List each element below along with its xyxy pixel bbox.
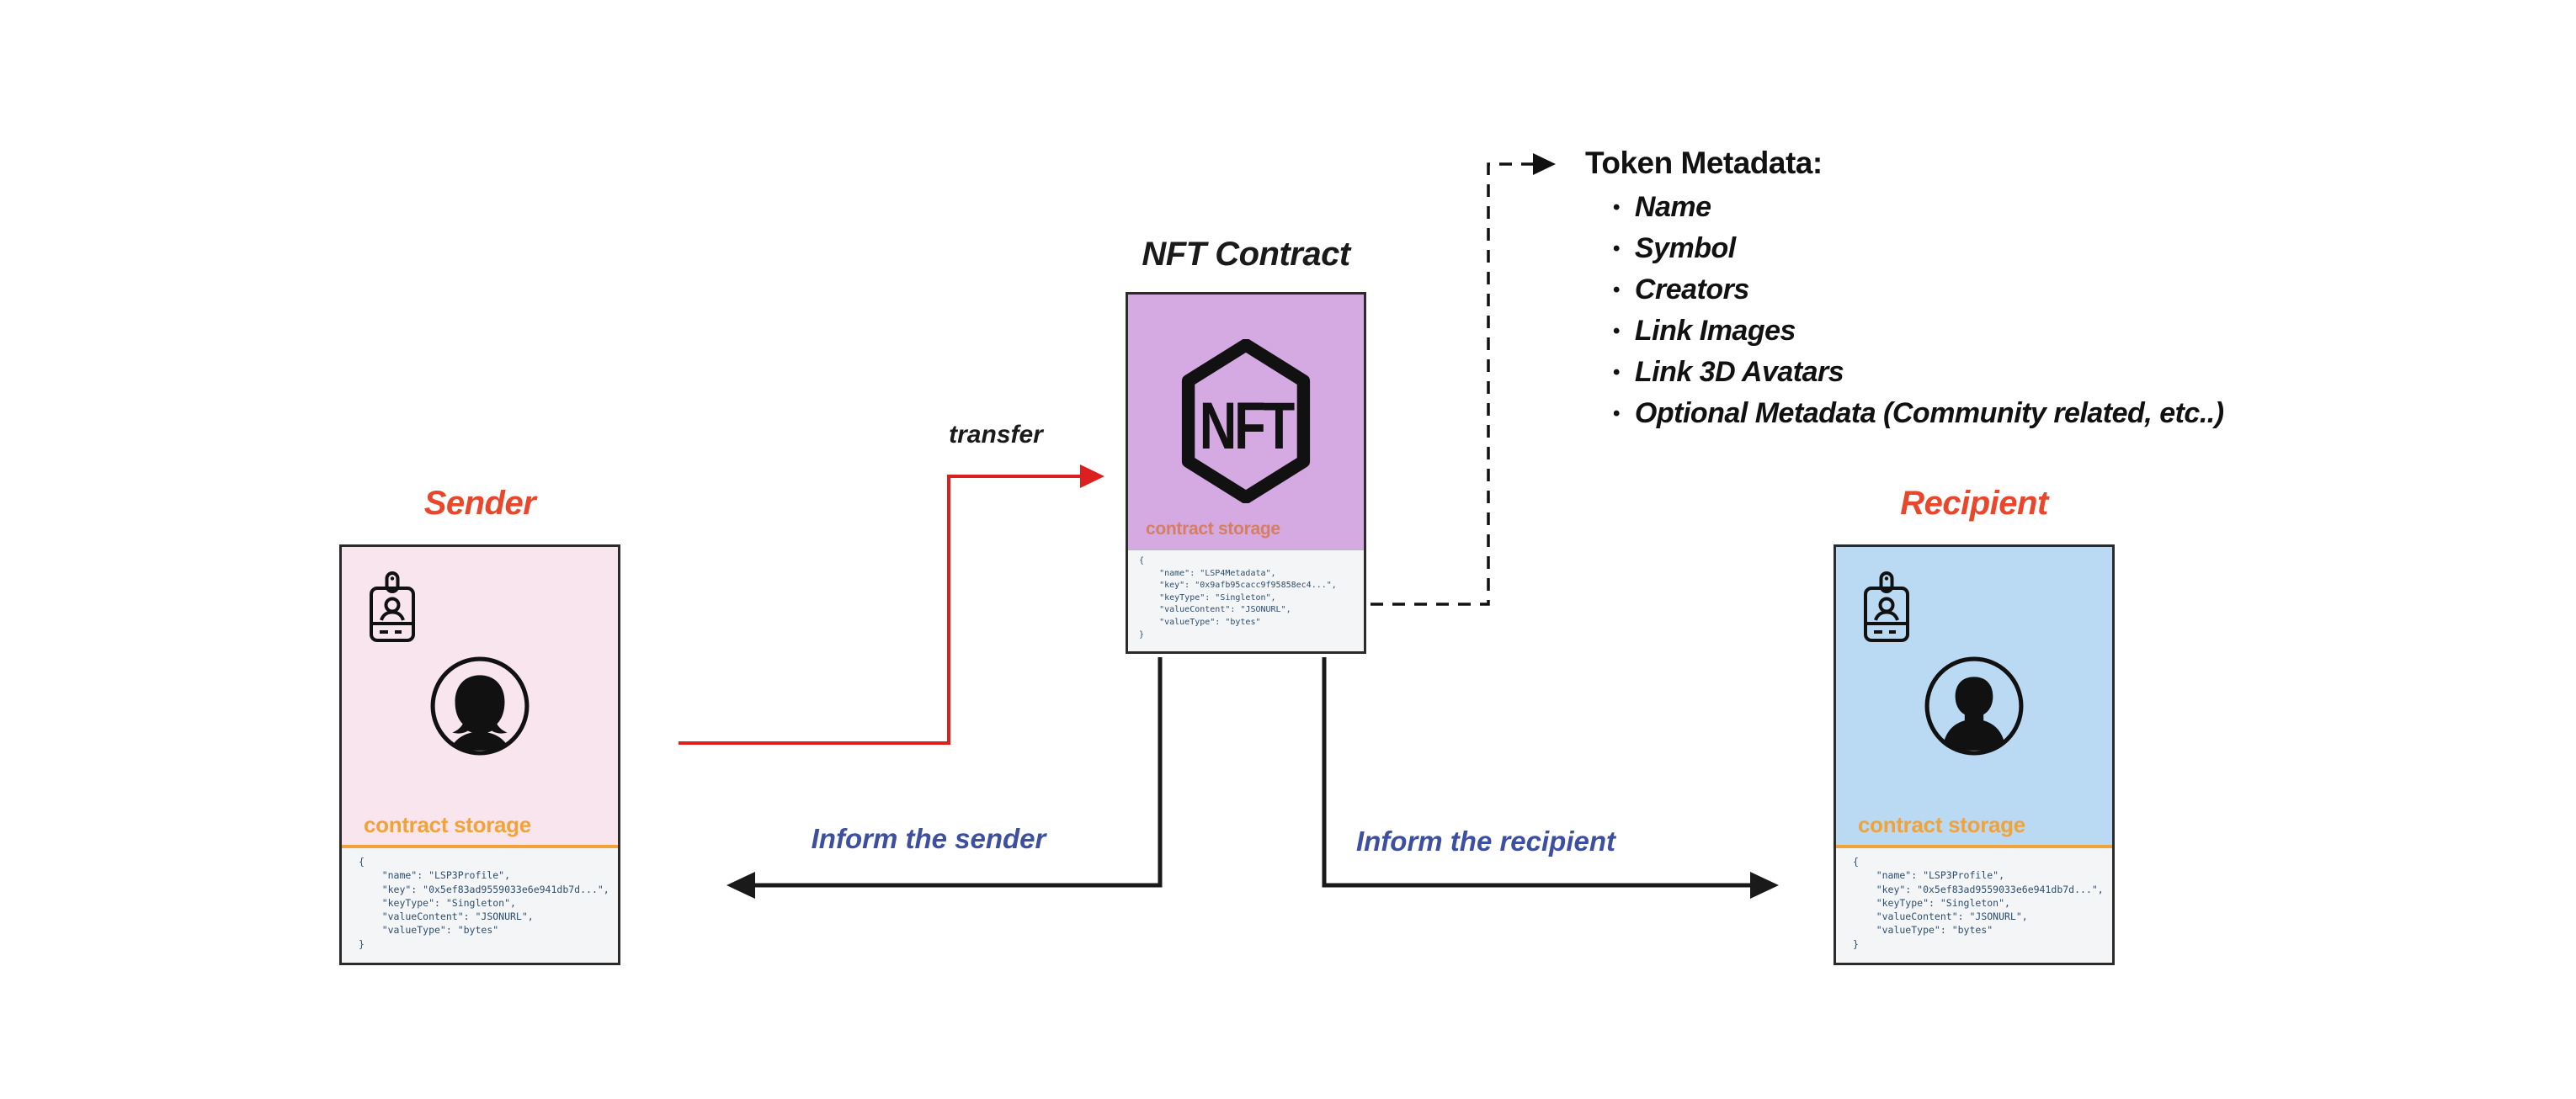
token-metadata-dashed-arrow — [1370, 153, 1556, 606]
token-metadata-item-label: Symbol — [1634, 232, 1736, 264]
inform-recipient-arrow — [1322, 657, 1779, 899]
bullet-icon: • — [1613, 236, 1620, 260]
recipient-storage-label: contract storage — [1858, 812, 2025, 837]
sender-storage-json: { "name": "LSP3Profile", "key": "0x5ef83… — [342, 848, 618, 963]
recipient-title: Recipient — [1900, 485, 2048, 522]
bullet-icon: • — [1613, 319, 1620, 342]
token-metadata-item: • Optional Metadata (Community related, … — [1613, 393, 2224, 434]
id-badge-icon — [370, 571, 415, 642]
token-metadata-item-label: Link Images — [1634, 315, 1796, 347]
sender-storage-divider — [342, 845, 618, 848]
sender-storage-label: contract storage — [364, 812, 531, 837]
nft-hexagon-logo-icon: NFT — [1181, 339, 1311, 503]
bullet-icon: • — [1613, 401, 1620, 425]
sender-card-top: contract storage — [342, 547, 618, 845]
nft-logo-text: NFT — [1200, 389, 1295, 463]
token-metadata-item-label: Creators — [1634, 273, 1749, 305]
nft-card-top: NFT contract storage — [1128, 295, 1364, 549]
bullet-icon: • — [1613, 360, 1620, 384]
recipient-card: contract storage { "name": "LSP3Profile"… — [1834, 544, 2115, 965]
recipient-card-top: contract storage — [1836, 547, 2112, 845]
male-avatar-icon — [1924, 656, 2024, 756]
token-metadata-item: • Symbol — [1613, 228, 2224, 269]
inform-recipient-label: Inform the recipient — [1355, 826, 1616, 857]
id-badge-icon — [1864, 571, 1909, 642]
inform-sender-label: Inform the sender — [811, 823, 1046, 854]
bullet-icon: • — [1613, 195, 1620, 219]
inform-sender-arrow — [726, 657, 1163, 899]
token-metadata-item-label: Name — [1634, 191, 1711, 223]
bullet-icon: • — [1613, 278, 1620, 301]
token-metadata-list: • Name • Symbol • Creators • Link Images… — [1613, 187, 2224, 434]
transfer-arrow — [679, 465, 1104, 745]
recipient-storage-json: { "name": "LSP3Profile", "key": "0x5ef83… — [1836, 848, 2112, 963]
female-avatar-icon — [430, 656, 530, 756]
token-metadata-item: • Link 3D Avatars — [1613, 352, 2224, 393]
recipient-storage-divider — [1836, 845, 2112, 848]
token-metadata-item: • Name — [1613, 187, 2224, 228]
token-metadata-item-label: Optional Metadata (Community related, et… — [1634, 397, 2224, 429]
nft-storage-label: contract storage — [1146, 519, 1280, 539]
sender-card: contract storage { "name": "LSP3Profile"… — [339, 544, 620, 965]
sender-title: Sender — [423, 485, 536, 522]
token-metadata-item-label: Link 3D Avatars — [1634, 356, 1844, 388]
token-metadata-title: Token Metadata: — [1585, 146, 1823, 180]
nft-storage-json: { "name": "LSP4Metadata", "key": "0x9afb… — [1128, 549, 1364, 651]
nft-contract-card: NFT contract storage { "name": "LSP4Meta… — [1126, 292, 1366, 654]
token-metadata-item: • Link Images — [1613, 311, 2224, 352]
transfer-label: transfer — [949, 421, 1043, 449]
nft-contract-title: NFT Contract — [1142, 236, 1350, 273]
token-metadata-item: • Creators — [1613, 269, 2224, 311]
